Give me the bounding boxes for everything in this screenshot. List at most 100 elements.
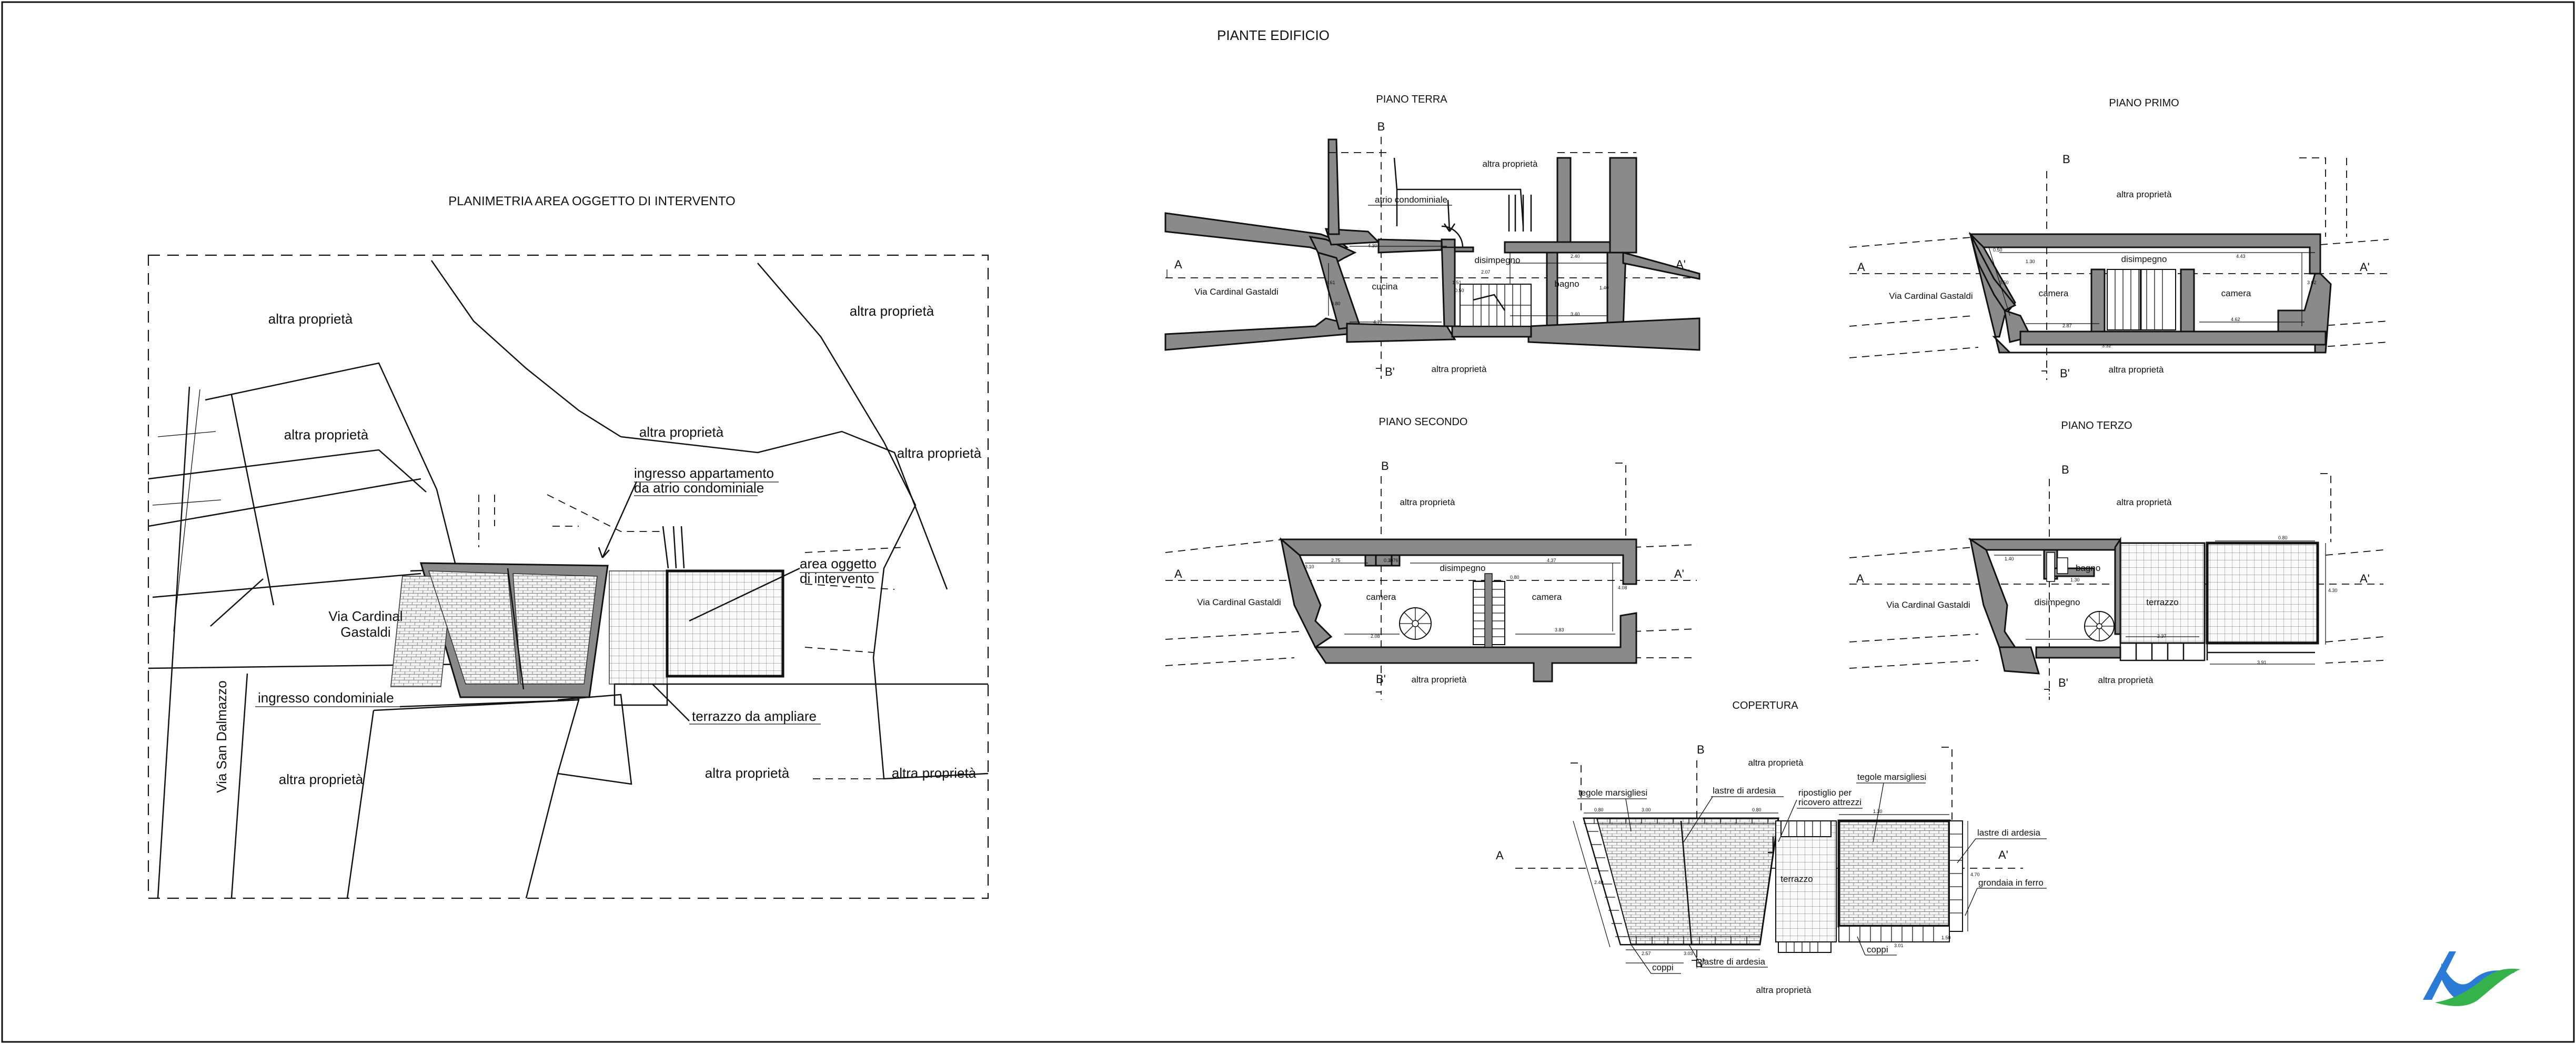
svg-text:A: A <box>1496 849 1504 862</box>
svg-text:4.30: 4.30 <box>2328 588 2338 593</box>
svg-text:4.62: 4.62 <box>2231 317 2240 322</box>
svg-text:B: B <box>2062 153 2070 166</box>
site-plan-frame <box>147 254 989 899</box>
plan-first-floor: PIANO PRIMO B B' A A' 0.50 3.50 1.30 4.4… <box>1849 97 2389 380</box>
roof-other-2: altra proprietà <box>1756 985 1812 995</box>
svg-text:0.50: 0.50 <box>1455 288 1464 293</box>
svg-text:3.02: 3.02 <box>2307 280 2317 285</box>
svg-text:3.00: 3.00 <box>1642 807 1651 812</box>
roof-label-ardesia-3: lastre di ardesia <box>1702 957 1766 967</box>
third-room-bagno: bagno <box>2076 563 2100 573</box>
svg-text:B: B <box>1377 120 1385 133</box>
site-plan: PLANIMETRIA AREA OGGETTO DI INTERVENTO <box>147 194 989 899</box>
ground-room-atrio: atrio condominiale <box>1375 195 1447 205</box>
ground-other-1: altra proprietà <box>1483 159 1538 169</box>
svg-text:2.57: 2.57 <box>1642 951 1651 956</box>
svg-text:0.80: 0.80 <box>1331 301 1341 306</box>
ground-room-disimpegno: disimpegno <box>1475 255 1521 265</box>
svg-text:4.30: 4.30 <box>1368 243 1377 248</box>
svg-text:3.03: 3.03 <box>1684 951 1693 956</box>
svg-text:A': A' <box>1674 567 1684 580</box>
roof-label-terrazzo: terrazzo <box>1780 874 1813 884</box>
svg-text:A: A <box>1857 260 1865 274</box>
svg-text:B': B' <box>1376 672 1386 686</box>
svg-text:A': A' <box>2360 260 2370 274</box>
svg-text:2.75: 2.75 <box>1331 558 1341 563</box>
first-room-disimpegno: disimpegno <box>2121 254 2167 264</box>
owner-label-6: altra proprietà <box>279 771 364 787</box>
svg-text:0.80: 0.80 <box>1752 807 1762 812</box>
first-other-2: altra proprietà <box>2109 365 2164 375</box>
svg-text:0.80: 0.80 <box>1594 807 1604 812</box>
svg-text:B: B <box>2061 463 2069 476</box>
third-other-2: altra proprietà <box>2098 675 2154 685</box>
svg-text:A: A <box>1174 258 1182 271</box>
plan-second-floor: PIANO SECONDO B B' A A' 3.10 2.75 0.30 3… <box>1165 416 1697 700</box>
svg-text:3.32: 3.32 <box>2102 343 2111 348</box>
svg-text:1.30: 1.30 <box>2026 259 2035 264</box>
svg-text:2.40: 2.40 <box>1571 254 1580 259</box>
third-street: Via Cardinal Gastaldi <box>1886 600 1970 610</box>
svg-text:1.30: 1.30 <box>2070 577 2080 583</box>
roof-label-tegole-2: tegole marsigliesi <box>1857 772 1926 782</box>
svg-text:0.30: 0.30 <box>1384 558 1393 563</box>
roof-label-grondaia: grondaia in ferro <box>1978 878 2044 888</box>
plan-first-title: PIANO PRIMO <box>2109 97 2179 109</box>
first-room-camera-2: camera <box>2221 288 2251 298</box>
sheet-title: PIANTE EDIFICIO <box>1217 27 1330 43</box>
svg-text:A: A <box>1174 567 1182 580</box>
svg-text:B': B' <box>1385 365 1395 378</box>
svg-text:4.37: 4.37 <box>1547 558 1556 563</box>
svg-text:3.40: 3.40 <box>1571 312 1580 317</box>
svg-text:1.50: 1.50 <box>1941 935 1951 940</box>
plan-third-title: PIANO TERZO <box>2061 420 2132 431</box>
svg-text:3.50: 3.50 <box>1999 280 2009 285</box>
svg-text:A: A <box>1856 572 1864 585</box>
plan-third-floor: PIANO TERZO B B' A A' 1.40 1.30 0.80 4.3… <box>1849 420 2384 700</box>
svg-text:B: B <box>1381 459 1389 473</box>
svg-text:A': A' <box>1998 848 2008 861</box>
second-room-camera-2: camera <box>1532 592 1562 602</box>
svg-text:2.37: 2.37 <box>2157 634 2167 639</box>
note-terrace: terrazzo da ampliare <box>692 708 817 724</box>
ground-other-2: altra proprietà <box>1432 364 1487 374</box>
note-entrance-condo: ingresso condominiale <box>258 690 394 706</box>
owner-label-1: altra proprietà <box>268 311 353 327</box>
second-room-camera-1: camera <box>1366 592 1396 602</box>
svg-text:0.80: 0.80 <box>2278 535 2288 540</box>
roof-label-tegole-1: tegole marsigliesi <box>1578 788 1647 798</box>
roof-label-ardesia-1: lastre di ardesia <box>1713 786 1776 796</box>
first-room-camera-1: camera <box>2039 288 2069 298</box>
svg-text:3.83: 3.83 <box>1555 627 1564 633</box>
svg-text:4.70: 4.70 <box>1970 872 1980 877</box>
svg-text:3.10: 3.10 <box>1305 564 1314 569</box>
owner-label-7: altra proprietà <box>705 765 790 781</box>
plan-roof-title: COPERTURA <box>1732 700 1798 711</box>
owner-label-8: altra proprietà <box>892 765 977 781</box>
svg-text:B: B <box>1697 743 1705 756</box>
ground-room-bagno: bagno <box>1554 279 1579 289</box>
svg-text:1.40: 1.40 <box>1599 285 1609 290</box>
svg-text:2.08: 2.08 <box>1371 634 1380 639</box>
third-other-1: altra proprietà <box>2117 497 2172 507</box>
owner-label-5: altra proprietà <box>897 445 982 461</box>
third-room-disimpegno: disimpegno <box>2035 597 2080 607</box>
second-room-disimpegno: disimpegno <box>1440 563 1486 573</box>
svg-text:4.77: 4.77 <box>1373 319 1383 325</box>
svg-text:4.43: 4.43 <box>2236 254 2246 259</box>
svg-text:1.30: 1.30 <box>1873 809 1883 814</box>
first-street: Via Cardinal Gastaldi <box>1889 291 1973 301</box>
roof-label-coppi-1: coppi <box>1867 945 1888 955</box>
owner-label-2: altra proprietà <box>284 427 369 443</box>
second-street: Via Cardinal Gastaldi <box>1197 597 1281 607</box>
roof-other-1: altra proprietà <box>1748 758 1804 768</box>
site-plan-title: PLANIMETRIA AREA OGGETTO DI INTERVENTO <box>448 194 735 208</box>
svg-text:2.07: 2.07 <box>1481 269 1491 275</box>
plan-second-title: PIANO SECONDO <box>1379 416 1468 428</box>
svg-text:2.40: 2.40 <box>1594 880 1604 885</box>
svg-text:B': B' <box>2058 676 2068 689</box>
